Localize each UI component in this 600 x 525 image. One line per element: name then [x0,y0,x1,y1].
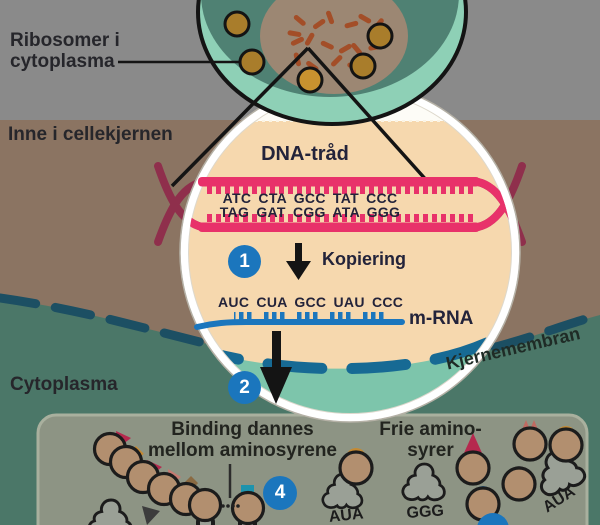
mrna-codons: AUC CUA GCC UAU CCC [218,294,404,310]
free-amino-acids [338,420,584,522]
magnifier-callout-lines [170,46,430,188]
mrna-strand [194,312,405,330]
export-arrow [260,331,292,404]
kopiering-label: Kopiering [322,249,406,269]
mrna-label: m-RNA [409,308,474,329]
panel-illustration [87,420,589,525]
process-arrows [260,243,311,404]
trna-left-label: AUA [328,505,365,525]
dna-title: DNA-tråd [261,143,349,165]
amino-acid-chain [92,431,266,525]
dna-codons-row1: ATC CTA GCC TAT CCC [222,190,398,206]
peptide-bond-dots [221,504,240,508]
cell [118,0,468,126]
step-2-badge: 2 [228,371,261,404]
trna-mid-label: GGG [406,502,445,522]
cytoplasma-label: Cytoplasma [10,374,118,395]
step-4-badge: 4 [263,476,297,510]
frie-aminosyrer-title: Frie amino-syrer [379,419,482,462]
inne-i-cellekjernen-label: Inne i cellekjernen [8,124,173,145]
membrane-dashes-magnified [188,322,512,375]
kopiering-arrow [286,243,311,280]
dna-codons-row2: TAG GAT CGG ATA GGG [219,204,401,220]
ribosomes [223,10,394,94]
step-1-badge: 1 [228,245,261,278]
chain-direction-arrow [142,506,160,525]
step-circle-partial [477,513,509,525]
